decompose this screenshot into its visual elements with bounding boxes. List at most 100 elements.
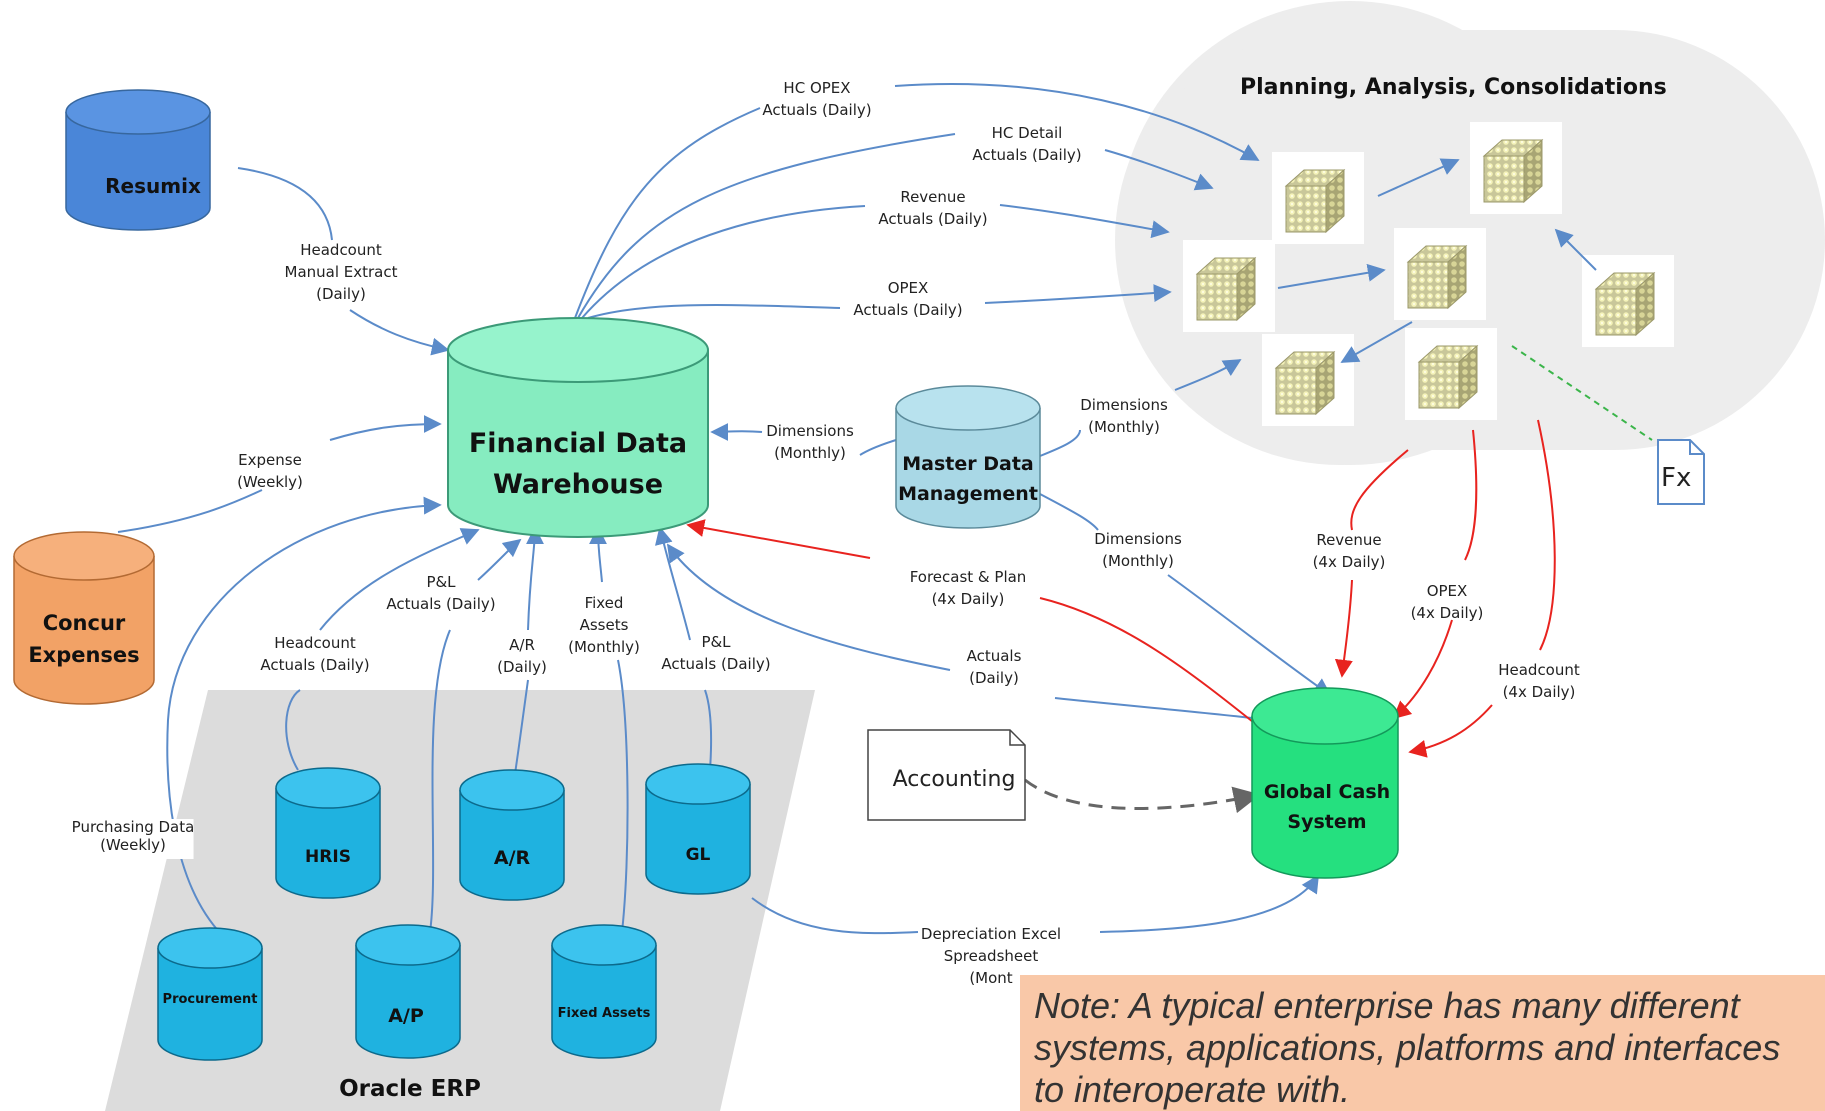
- flow-label-line: (4x Daily): [932, 590, 1005, 608]
- flow-label-line: (4x Daily): [1313, 553, 1386, 571]
- flow-label-line: Actuals (Daily): [878, 210, 987, 228]
- flow-label-dims-fdw: Dimensions (Monthly): [766, 422, 854, 462]
- concur-expenses-database: Concur Expenses: [13, 531, 155, 705]
- svg-text:A/P: A/P: [388, 1005, 424, 1027]
- flow-label-line: Headcount: [300, 241, 382, 259]
- flow-label-line: Expense: [238, 451, 302, 469]
- svg-text:Accounting: Accounting: [893, 767, 1016, 792]
- flow-label-dims-gcs: Dimensions (Monthly): [1094, 530, 1182, 570]
- hris-database: HRIS: [275, 767, 381, 899]
- fixed-assets-database: Fixed Assets: [551, 924, 657, 1059]
- flow-label-line: (Monthly): [568, 638, 640, 656]
- flow-label-line: Actuals (Daily): [762, 101, 871, 119]
- flow-label-opex-4x: OPEX (4x Daily): [1411, 582, 1484, 622]
- fx-document-icon: Fx: [1657, 439, 1705, 505]
- svg-text:Resumix: Resumix: [105, 174, 201, 198]
- svg-text:Procurement: Procurement: [163, 992, 258, 1007]
- flow-label-line: Assets: [580, 616, 629, 634]
- flow-label-line: Spreadsheet: [944, 947, 1039, 965]
- flow-label-line: HC Detail: [992, 124, 1063, 142]
- gl-database: GL: [645, 763, 751, 895]
- flow-label-line: OPEX: [1427, 582, 1468, 600]
- flow-label-line: Actuals (Daily): [260, 656, 369, 674]
- flow-label-opex-actuals: OPEX Actuals (Daily): [853, 279, 962, 319]
- olap-cube-icon: [1469, 121, 1563, 215]
- flow-label-line: Revenue: [900, 188, 965, 206]
- flow-label-line: Actuals: [967, 647, 1022, 665]
- svg-text:System: System: [1287, 811, 1366, 833]
- flow-label-headcount-4x: Headcount (4x Daily): [1498, 661, 1580, 701]
- flow-label-pl-actuals-ap: P&L Actuals (Daily): [386, 573, 495, 613]
- flow-label-line: (Monthly): [774, 444, 846, 462]
- financial-data-warehouse-database: Financial Data Warehouse: [447, 317, 709, 538]
- ap-database: A/P: [355, 924, 461, 1059]
- flow-label-line: (Monthly): [1088, 418, 1160, 436]
- flow-label-line: (Daily): [316, 285, 366, 303]
- procurement-database: Procurement: [157, 927, 263, 1061]
- flow-label-line: Fixed: [585, 594, 624, 612]
- resumix-database: Resumix: [65, 89, 211, 231]
- flow-label-line: Actuals (Daily): [661, 655, 770, 673]
- flow-label-line: (Weekly): [237, 473, 303, 491]
- olap-cube-icon: [1271, 151, 1365, 245]
- flow-label-line: Purchasing Data: [72, 818, 195, 836]
- flow-label-line: (4x Daily): [1411, 604, 1484, 622]
- oracle-erp-title: Oracle ERP: [339, 1076, 481, 1102]
- flow-label-purchasing: Purchasing Data(Weekly): [72, 818, 195, 859]
- master-data-management-database: Master Data Management: [895, 385, 1041, 529]
- flow-label-ar-daily: A/R (Daily): [497, 636, 547, 676]
- flow-label-line: (4x Daily): [1503, 683, 1576, 701]
- svg-text:Warehouse: Warehouse: [493, 469, 663, 500]
- ar-database: A/R: [459, 769, 565, 901]
- svg-text:GL: GL: [686, 845, 711, 865]
- accounting-document: Accounting: [867, 729, 1026, 821]
- flow-label-line: (Daily): [969, 669, 1019, 687]
- flow-label-dims-planning: Dimensions(Monthly): [1080, 396, 1168, 436]
- svg-text:Financial Data: Financial Data: [469, 428, 687, 459]
- flow-label-forecast-plan: Forecast & Plan (4x Daily): [910, 568, 1027, 608]
- flow-label-line: Revenue: [1316, 531, 1381, 549]
- flow-label-line: Dimensions: [766, 422, 854, 440]
- flow-label-line: (Mont: [969, 969, 1012, 987]
- flow-label-revenue-4x: Revenue (4x Daily): [1313, 531, 1386, 571]
- flow-label-line: Actuals (Daily): [853, 301, 962, 319]
- flow-label-line: Headcount: [1498, 661, 1580, 679]
- flow-label-line: (Monthly): [1102, 552, 1174, 570]
- flow-label-line: Headcount: [274, 634, 356, 652]
- flow-label-line: (Daily): [497, 658, 547, 676]
- flow-label-hc-opex: HC OPEX Actuals (Daily): [762, 79, 871, 119]
- flow-label-pl-actuals-gl: P&L Actuals (Daily): [661, 633, 770, 673]
- flow-label-line: (Weekly): [100, 836, 166, 854]
- svg-text:Global Cash: Global Cash: [1264, 781, 1390, 803]
- svg-text:Concur: Concur: [43, 611, 126, 635]
- flow-label-line: Dimensions: [1094, 530, 1182, 548]
- svg-text:HRIS: HRIS: [305, 847, 351, 867]
- olap-cube-icon: [1261, 333, 1355, 427]
- svg-text:Fixed Assets: Fixed Assets: [558, 1006, 651, 1021]
- svg-text:Management: Management: [898, 483, 1038, 505]
- flow-label-line: Forecast & Plan: [910, 568, 1027, 586]
- flow-label-line: Actuals (Daily): [386, 595, 495, 613]
- svg-text:Master Data: Master Data: [902, 453, 1034, 475]
- global-cash-system-database: Global Cash System: [1251, 687, 1399, 879]
- flow-label-line: P&L: [701, 633, 731, 651]
- flow-label-line: Manual Extract: [285, 263, 398, 281]
- flow-label-line: Depreciation Excel: [921, 925, 1061, 943]
- flow-label-line: P&L: [426, 573, 456, 591]
- planning-title: Planning, Analysis, Consolidations: [1240, 75, 1667, 100]
- svg-text:Expenses: Expenses: [28, 643, 139, 667]
- olap-cube-icon: [1393, 227, 1487, 321]
- flow-label-line: A/R: [509, 636, 535, 654]
- flow-label-line: HC OPEX: [783, 79, 850, 97]
- flow-label-line: OPEX: [888, 279, 929, 297]
- olap-cube-icon: [1404, 327, 1498, 421]
- svg-text:Fx: Fx: [1661, 463, 1691, 493]
- svg-text:A/R: A/R: [494, 847, 531, 869]
- flow-label-line: Actuals (Daily): [972, 146, 1081, 164]
